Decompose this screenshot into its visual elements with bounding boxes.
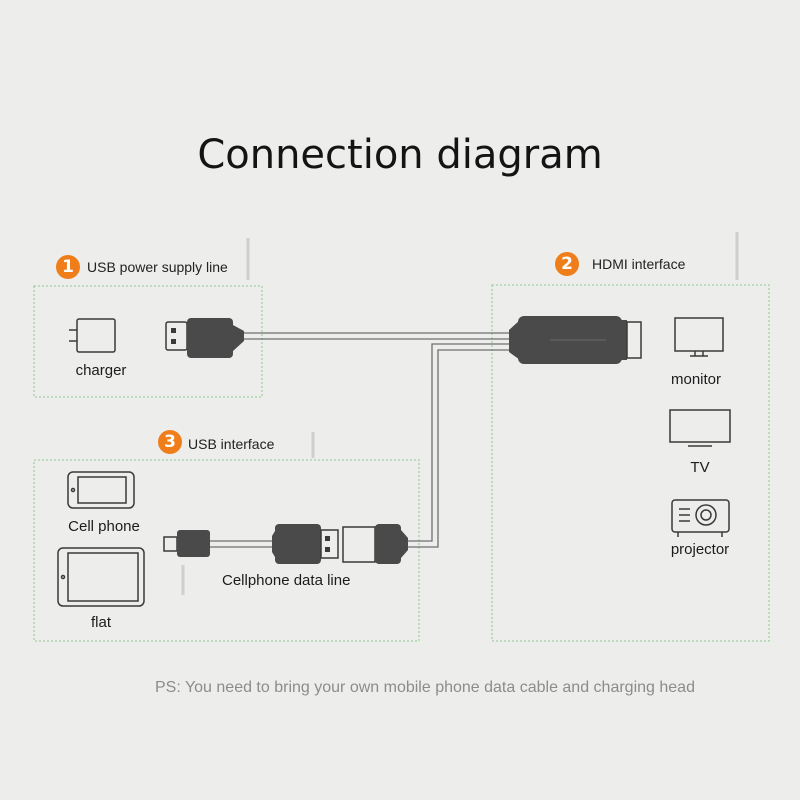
tv-label: TV: [690, 459, 710, 476]
charger-icon: [69, 318, 116, 353]
usb-power-box: [33, 285, 263, 398]
data-line-label: Cellphone data line: [222, 572, 351, 589]
usb-box: [33, 459, 420, 642]
usb-female-port: [342, 524, 408, 564]
divider-ticks: [181, 232, 739, 595]
flat-label: flat: [90, 614, 112, 631]
page-title: Connection diagram: [197, 132, 603, 178]
section-3-badge: 3: [158, 430, 182, 454]
section-3-label: USB interface: [188, 436, 275, 452]
tablet-icon: [57, 547, 145, 607]
monitor-label: monitor: [670, 371, 722, 388]
usb-data-male-connector: [272, 524, 339, 564]
section-1-label: USB power supply line: [87, 259, 228, 275]
projector-icon: [671, 499, 730, 537]
usb-power-connector: [165, 318, 244, 358]
micro-usb-connector: [163, 530, 210, 557]
ps-note: PS: You need to bring your own mobile ph…: [155, 679, 695, 696]
hdmi-box: [491, 284, 770, 642]
cell-phone-icon: [67, 471, 135, 509]
projector-label: projector: [670, 541, 730, 558]
monitor-icon: [674, 317, 724, 357]
cell-phone-label: Cell phone: [68, 518, 140, 535]
section-2-badge: 2: [555, 252, 579, 276]
charger-label: charger: [75, 362, 127, 379]
hdmi-adapter: [509, 316, 642, 364]
section-2-label: HDMI interface: [592, 256, 686, 272]
section-1-badge: 1: [56, 255, 80, 279]
cables: [210, 332, 509, 548]
tv-icon: [669, 409, 731, 447]
